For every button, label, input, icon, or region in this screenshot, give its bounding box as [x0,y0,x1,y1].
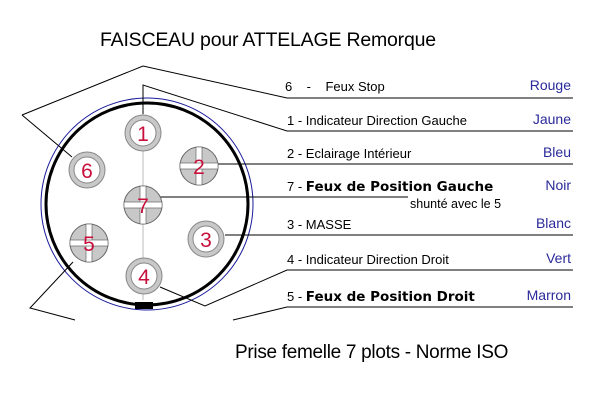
wire-note: shunté avec le 5 [410,197,502,211]
function-label: Indicateur Direction Droit [305,252,449,267]
leader-line-5b [232,306,573,321]
locking-key [135,302,153,309]
wire-color: Noir [545,177,571,193]
pin-number: 4 [138,266,150,289]
function-label: Eclairage Intérieur [305,146,412,161]
wire-label: 7 - Feux de Position Gauche [287,179,493,195]
pin-number: 1 [137,123,149,146]
pin-socket [73,156,101,184]
wire-color: Marron [526,287,571,303]
pin-ref: 5 - [287,289,306,304]
leader-line-5a [29,261,76,321]
function-label: Feux Stop [325,79,385,94]
pin-socket [130,262,158,290]
diagram-title: FAISCEAU pour ATTELAGE Remorque [100,29,436,51]
wire-label: 3 - MASSE [287,217,351,232]
pin-ref: 6 - [285,79,326,94]
wire-label: 4 - Indicateur Direction Droit [287,252,449,267]
pin-number: 5 [83,233,95,256]
wire-label: 2 - Eclairage Intérieur [287,146,411,161]
pin-socket [129,119,157,147]
pin-ref: 4 - [287,252,306,267]
pin-number: 2 [193,156,205,179]
leader-line-6 [21,65,573,116]
wire-label: 6 - Feux Stop [285,79,385,94]
pin-ref: 2 - [287,146,306,161]
leader-line-6b [21,114,73,158]
wire-color: Bleu [542,144,571,160]
wire-label: 5 - Feux de Position Droit [287,289,475,305]
leader-line-1 [142,84,573,132]
wire-color: Rouge [529,77,571,93]
pin-cross-h [123,201,163,209]
pin-cross-h [179,162,219,170]
pin-ref: 3 - [287,217,306,232]
diagram-caption: Prise femelle 7 plots - Norme ISO [235,342,509,363]
pin-cross-h [69,239,109,247]
function-label: Feux de Position Gauche [305,179,494,195]
function-label: MASSE [305,217,352,232]
pin-socket [192,225,220,253]
pin-ref: 7 - [287,179,306,194]
pin-number: 7 [137,195,149,218]
pin-number: 6 [81,160,93,183]
wire-color: Blanc [535,215,571,231]
leader-line-4 [159,269,573,307]
pin-ref: 1 - [287,113,306,128]
wire-color: Jaune [532,111,571,127]
function-label: Feux de Position Droit [305,289,475,305]
wire-label: 1 - Indicateur Direction Gauche [287,113,467,128]
pin-number: 3 [200,229,212,252]
function-label: Indicateur Direction Gauche [305,113,467,128]
outer-ring [40,97,254,311]
wire-color: Vert [546,250,571,266]
